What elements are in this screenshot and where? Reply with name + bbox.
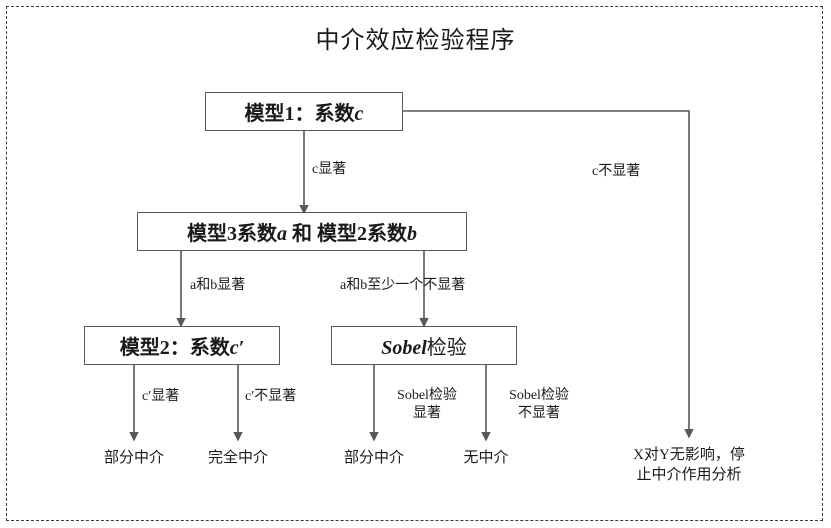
terminal-no-mediation: 无中介 — [463, 450, 509, 466]
symbol-sobel: Sobel — [381, 337, 427, 359]
node-model1[interactable]: 模型1：系数c — [205, 92, 403, 131]
figure-border — [6, 6, 823, 521]
edge-label-cprime-significant: c′显著 — [142, 389, 180, 404]
edge-model1-to-noeffect — [403, 110, 694, 439]
node-coefficients-a-b[interactable]: 模型3系数a 和 模型2系数b — [137, 212, 467, 251]
node-sobel-label: Sobel检验 — [381, 337, 467, 359]
terminal-full-mediation: 完全中介 — [207, 450, 268, 466]
edge-label-c-significant: c显著 — [312, 162, 347, 177]
edge-label-ab-significant: a和b显著 — [190, 278, 246, 293]
node-model2-label: 模型2：系数c′ — [119, 337, 245, 359]
node-coefficients-label: 模型3系数a 和 模型2系数b — [187, 223, 417, 245]
symbol-c: c — [354, 103, 364, 125]
edge-label-c-not-significant: c不显著 — [592, 164, 641, 179]
edge-label-cprime-not-significant: c′不显著 — [245, 389, 297, 404]
node-model2[interactable]: 模型2：系数c′ — [84, 326, 280, 365]
symbol-b: b — [407, 223, 417, 245]
node-model1-label: 模型1：系数c — [244, 103, 364, 125]
edge-label-ab-at-least-one-not-significant: a和b至少一个不显著 — [340, 278, 466, 293]
symbol-c-prime: c′ — [229, 337, 245, 359]
node-sobel-test[interactable]: Sobel检验 — [331, 326, 517, 365]
edge-label-sobel-significant: Sobel检验 显著 — [397, 388, 457, 421]
terminal-no-effect: X对Y无影响，停 止中介作用分析 — [633, 447, 745, 483]
terminal-partial-mediation-left: 部分中介 — [103, 450, 164, 466]
edge-label-sobel-not-significant: Sobel检验 不显著 — [509, 388, 569, 421]
figure-title: 中介效应检验程序 — [315, 28, 516, 54]
symbol-a: a — [277, 223, 287, 245]
terminal-partial-mediation-right: 部分中介 — [343, 450, 404, 466]
